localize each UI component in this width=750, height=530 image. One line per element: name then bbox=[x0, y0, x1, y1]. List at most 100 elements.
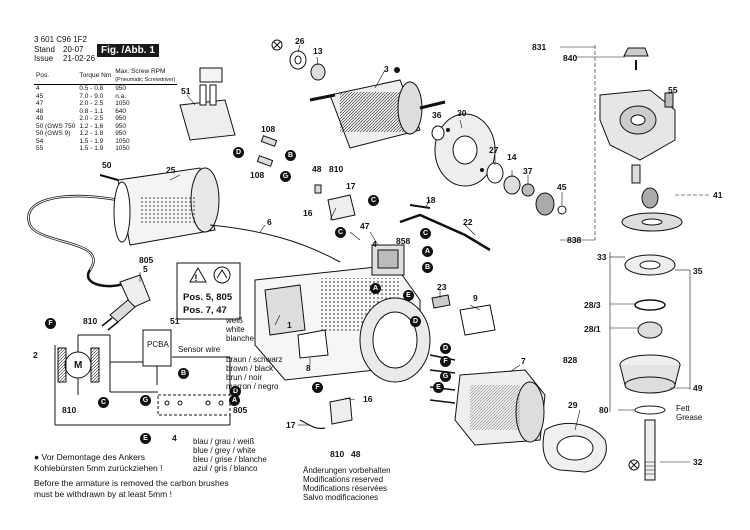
bearing-13 bbox=[310, 63, 326, 81]
label-17b: 17 bbox=[286, 420, 296, 430]
ring-36 bbox=[431, 125, 445, 141]
gear-housing-840 bbox=[599, 89, 676, 161]
power-plug bbox=[101, 274, 151, 331]
screw-55 bbox=[664, 92, 674, 108]
color-line: marron / negro bbox=[226, 382, 279, 391]
note-en: Before the armature is removed the carbo… bbox=[34, 478, 229, 500]
color-line: weiß bbox=[226, 316, 243, 325]
torque-cell: 47 bbox=[36, 100, 44, 107]
stator-7 bbox=[454, 369, 546, 446]
color-line: white bbox=[226, 325, 245, 334]
color-line: azul / gris / blanco bbox=[193, 464, 258, 473]
torque-cell: 950 bbox=[115, 115, 127, 122]
label-33: 33 bbox=[597, 252, 607, 262]
nut-37 bbox=[521, 183, 535, 197]
ring-27 bbox=[486, 162, 504, 184]
carbon-brush-108b bbox=[256, 155, 274, 167]
connector-badge-c: C bbox=[420, 228, 431, 239]
color-line: blau / grau / weiß bbox=[193, 437, 255, 446]
note-line: Kohlebürsten 5mm zurückziehen ! bbox=[34, 463, 163, 473]
bearing-flange-30 bbox=[434, 113, 496, 187]
brush-plate-51 bbox=[179, 67, 236, 141]
label-1: 1 bbox=[287, 320, 292, 330]
label-16a: 16 bbox=[303, 208, 313, 218]
label-28-1: 28/1 bbox=[584, 324, 601, 334]
label-858: 858 bbox=[396, 236, 411, 246]
label-810b: 810 bbox=[330, 449, 345, 459]
torque-cell: 950 bbox=[115, 85, 127, 92]
label-29: 29 bbox=[568, 400, 578, 410]
label-831: 831 bbox=[532, 42, 547, 52]
label-6: 6 bbox=[267, 217, 272, 227]
label-2: 2 bbox=[33, 350, 38, 360]
figure-label: Fig. /Abb. 1 bbox=[97, 44, 159, 57]
torque-cell: 0.5 - 0.8 bbox=[79, 85, 104, 92]
label-22: 22 bbox=[463, 217, 473, 227]
label-810d: 810 bbox=[62, 405, 77, 415]
torque-cell: 4 bbox=[36, 85, 40, 92]
connector-badge-e: E bbox=[140, 433, 151, 444]
label-45: 45 bbox=[557, 182, 567, 192]
torque-cell: 50 (GWS 9) bbox=[36, 130, 71, 137]
connector-badge-e: E bbox=[403, 290, 414, 301]
colors-1: weiß white blanche bbox=[226, 316, 254, 343]
torque-cell: 1.2 - 1.6 bbox=[79, 122, 104, 130]
main-housing-1 bbox=[254, 264, 431, 383]
label-108b: 108 bbox=[250, 170, 265, 180]
stand-value: 20-07 bbox=[63, 45, 84, 54]
label-26: 26 bbox=[295, 36, 305, 46]
label-51: 51 bbox=[181, 86, 191, 96]
circlip-28-3 bbox=[634, 299, 666, 311]
spindle-lock-831 bbox=[623, 47, 649, 57]
connector-badge-c: C bbox=[98, 397, 109, 408]
torque-cell: 2.0 - 2.5 bbox=[79, 100, 104, 107]
label-16b: 16 bbox=[363, 394, 373, 404]
connector-badge-b: B bbox=[285, 150, 296, 161]
label-28-3: 28/3 bbox=[584, 300, 601, 310]
torque-cell: 1.5 - 1.9 bbox=[79, 145, 104, 152]
color-line: bleu / grise / blanche bbox=[193, 455, 267, 464]
note-line: Änderungen vorbehalten bbox=[303, 466, 391, 475]
torque-cell: n.a. bbox=[115, 92, 127, 100]
connector-badge-f: F bbox=[312, 382, 323, 393]
washer-80 bbox=[634, 405, 666, 415]
torque-cell: 45 bbox=[36, 92, 44, 100]
screw-50 bbox=[99, 174, 119, 181]
label-9: 9 bbox=[473, 293, 478, 303]
torque-row: 4 0.5 - 0.8 950 bbox=[34, 85, 177, 93]
torque-cell: 950 bbox=[115, 122, 127, 130]
torque-cell: 2.0 - 2.5 bbox=[79, 115, 104, 122]
label-37: 37 bbox=[523, 166, 533, 176]
connector-badge-a: A bbox=[370, 283, 381, 294]
col-pos: Pos. bbox=[34, 68, 78, 85]
issue-value: 21-02-26 bbox=[63, 54, 96, 63]
label-48: 48 bbox=[312, 164, 322, 174]
connector-badge-b: B bbox=[178, 368, 189, 379]
connector-badge-b: B bbox=[422, 262, 433, 273]
label-828: 828 bbox=[563, 355, 578, 365]
changes-reserved: Änderungen vorbehalten Modifications res… bbox=[303, 466, 391, 502]
label-805b: 805 bbox=[233, 405, 248, 415]
note-line: Before the armature is removed the carbo… bbox=[34, 478, 229, 488]
connector-badge-d: D bbox=[440, 343, 451, 354]
colors-2: braun / schwarz brown / black brun / noi… bbox=[226, 355, 282, 391]
label-13: 13 bbox=[313, 46, 323, 56]
wiring-diagram bbox=[54, 329, 231, 426]
stand-label: Stand bbox=[34, 45, 55, 54]
connector-badge-d: D bbox=[230, 386, 241, 397]
connector-badge-g: G bbox=[140, 395, 151, 406]
warning-line-2: Pos. 7, 47 bbox=[183, 305, 227, 316]
label-5: 5 bbox=[143, 264, 148, 274]
label-80: 80 bbox=[599, 405, 609, 415]
sensor-wire-label: Sensor wire bbox=[178, 345, 221, 354]
label-50: 50 bbox=[102, 160, 112, 170]
label-810c: 810 bbox=[83, 316, 98, 326]
note-line: Salvo modificaciones bbox=[303, 493, 379, 502]
torque-cell: 1050 bbox=[115, 145, 130, 152]
label-4b: 4 bbox=[172, 433, 177, 443]
part-18 bbox=[409, 204, 431, 209]
